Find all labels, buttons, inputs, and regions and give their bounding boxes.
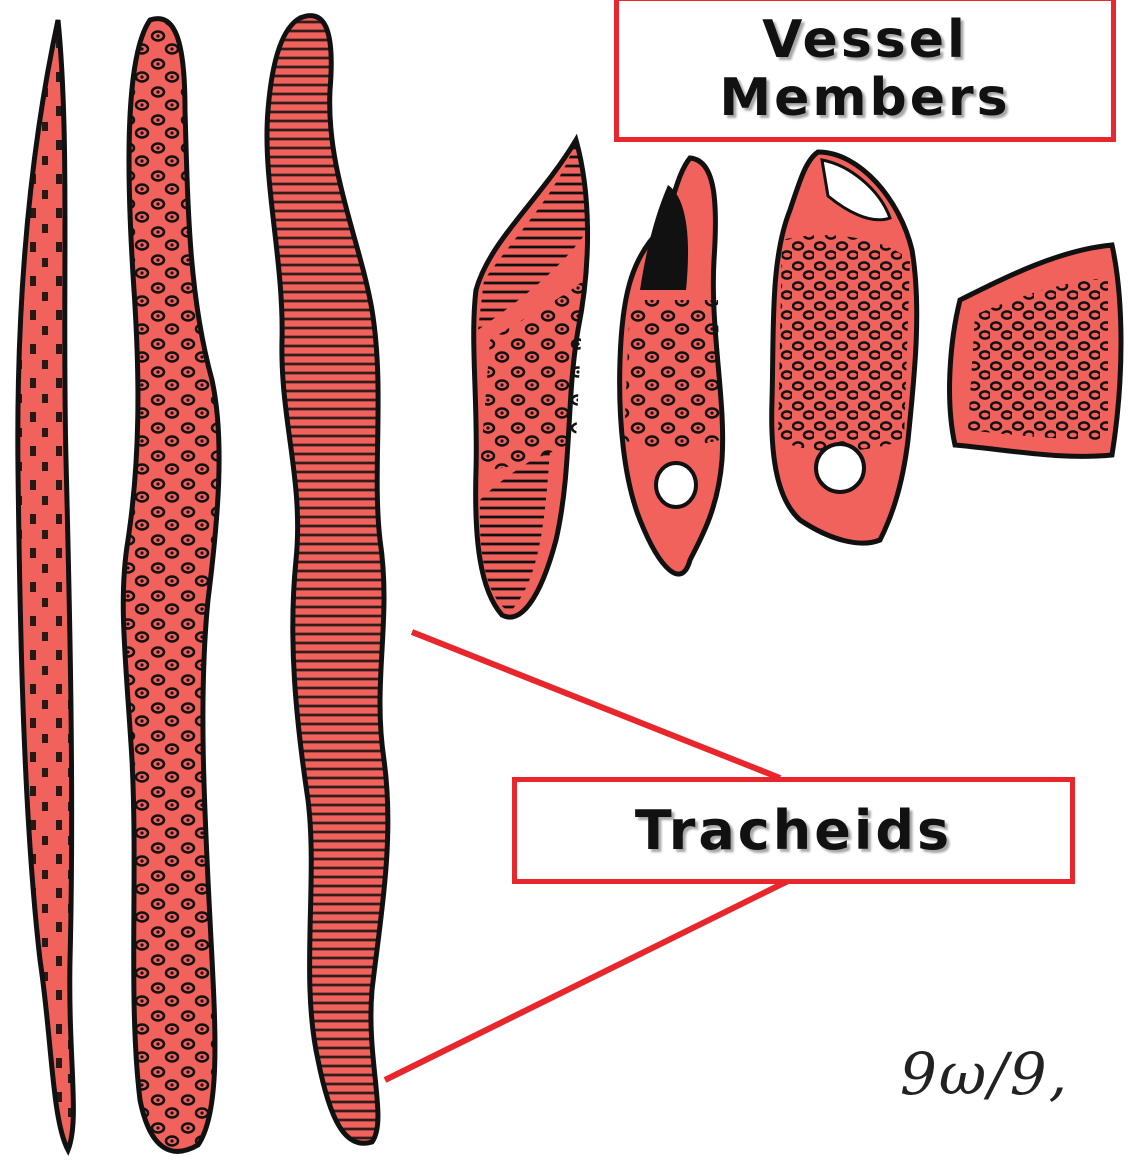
vessel-member-cell-4 (950, 245, 1121, 456)
tracheids-label: Tracheids (512, 777, 1075, 884)
vessel-member-cell-1 (474, 140, 588, 617)
tracheid-cell-3 (267, 16, 388, 1144)
vessel-label-line-1: Vessel (762, 14, 968, 66)
vessel-member-cell-2 (620, 158, 723, 574)
pointer-line-upper (412, 632, 780, 778)
tracheid-cell-1 (18, 20, 74, 1150)
signature: 9ω/9, (900, 1040, 1069, 1108)
vessel-member-cell-3 (772, 152, 917, 543)
tracheid-cell-2 (123, 19, 219, 1152)
pointer-line-lower (385, 880, 790, 1080)
vessel-members-label: Vessel Members (614, 0, 1116, 142)
tracheids-label-text: Tracheids (635, 804, 952, 858)
vessel-label-line-2: Members (719, 72, 1010, 124)
